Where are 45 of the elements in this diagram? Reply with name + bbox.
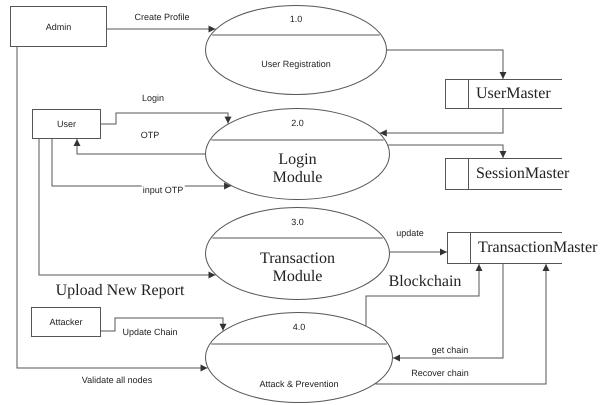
flow-arrow: [74, 138, 206, 154]
process-name: User Registration: [261, 58, 331, 71]
flow-arrow: [386, 50, 506, 80]
process-ellipse: [205, 5, 387, 95]
process-name: Login Module: [272, 151, 324, 187]
process-name: Transaction Module: [259, 250, 336, 286]
data-store: [445, 79, 562, 109]
data-store-name: UserMaster: [476, 85, 551, 103]
flow-arrow: [379, 108, 504, 136]
entity-box: [10, 6, 107, 47]
flow-arrow: [38, 138, 216, 278]
edge-label: get chain: [430, 345, 470, 355]
edge-label: Validate all nodes: [80, 375, 154, 385]
edge-label: Update Chain: [121, 327, 179, 337]
edge-label: OTP: [140, 130, 160, 140]
flow-arrow: [366, 264, 482, 326]
edge-label: Upload New Report: [54, 282, 186, 300]
flow-arrow: [388, 144, 506, 158]
process-number: 3.0: [291, 216, 304, 226]
edge-label: Login: [140, 93, 166, 103]
flow-arrow: [374, 264, 550, 384]
flow-arrow: [16, 46, 208, 372]
entity-name: Admin: [46, 22, 72, 32]
data-store-name: SessionMaster: [476, 165, 570, 183]
flow-arrow: [106, 26, 216, 32]
process-number: 4.0: [292, 322, 306, 332]
flow-arrow: [389, 248, 448, 256]
edge-label: Recover chain: [410, 368, 470, 378]
entity-name: User: [56, 119, 76, 129]
process-name: Attack & Prevention: [259, 378, 339, 392]
flow-arrow: [392, 264, 504, 362]
edge-label: Create Profile: [133, 12, 191, 22]
edge-label: input OTP: [142, 185, 184, 195]
process-ellipse: [205, 207, 390, 300]
flow-arrow: [100, 318, 226, 332]
data-store-name: TransactionMaster: [478, 239, 598, 257]
entity-name: Attacker: [49, 317, 82, 327]
process-ellipse: [205, 108, 390, 200]
flow-arrow: [100, 112, 232, 124]
process-number: 2.0: [291, 118, 304, 128]
process-ellipse: [205, 312, 393, 403]
process-number: 1.0: [290, 14, 302, 24]
edge-label: update: [395, 228, 425, 238]
entity-box: [32, 109, 101, 139]
entity-box: [31, 307, 101, 337]
